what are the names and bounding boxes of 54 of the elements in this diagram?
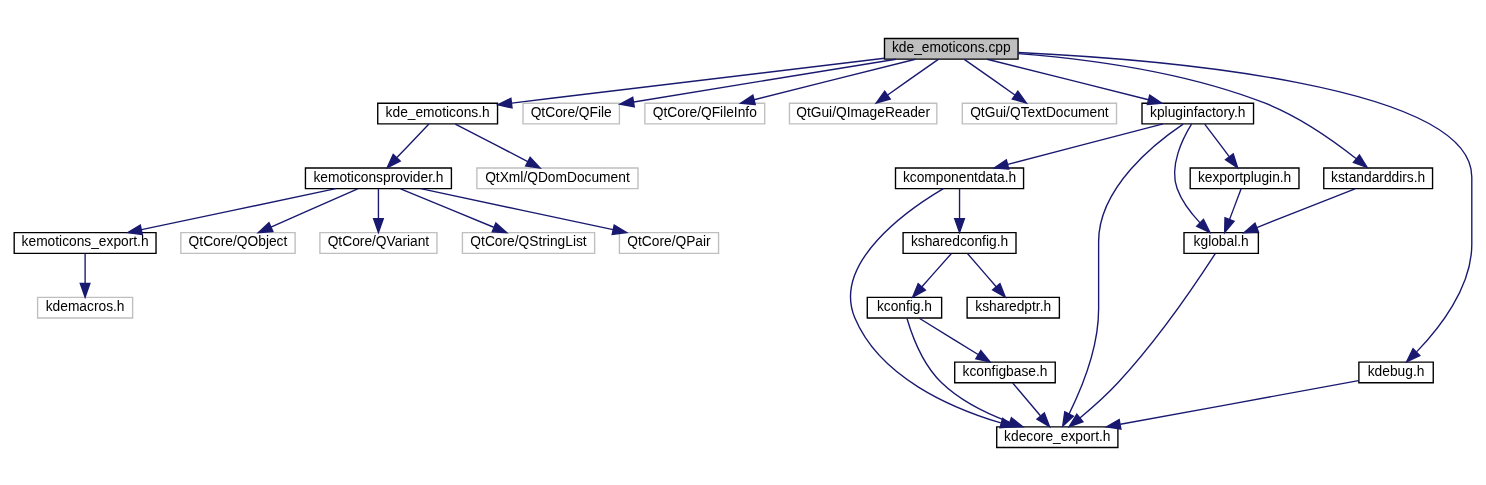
arrow (1242, 187, 1356, 233)
arrow (1204, 122, 1239, 169)
node-box: kglobal.h (1183, 231, 1260, 254)
arrow (399, 187, 509, 233)
node-box: kde_emoticons.cpp (883, 37, 1019, 60)
arrow (992, 122, 1164, 170)
arrow (918, 317, 992, 363)
node-box: QtXml/QDomDocument (476, 166, 639, 189)
arrow (953, 187, 966, 235)
arrow (1067, 252, 1216, 428)
node-box: kdemacros.h (36, 296, 134, 319)
arrow (1104, 379, 1360, 430)
arrow (454, 122, 542, 169)
arrow (874, 58, 939, 104)
arrow (420, 187, 629, 235)
arrow (372, 187, 385, 235)
node-box: kstandarddirs.h (1323, 166, 1434, 189)
arrow (495, 57, 886, 109)
arrow (1017, 51, 1473, 363)
node-box: kconfig.h (866, 296, 943, 319)
node-box: kcomponentdata.h (894, 166, 1025, 189)
node-box: kemoticonsprovider.h (304, 166, 453, 189)
node-box: kpluginfactory.h (1141, 102, 1255, 125)
arrow (1017, 52, 1369, 169)
node-box: ksharedptr.h (966, 296, 1061, 319)
arrow (79, 252, 91, 299)
node-box: QtCore/QPair (618, 231, 720, 254)
arrow (1012, 381, 1051, 428)
node-box: QtCore/QVariant (319, 231, 438, 254)
node-box: QtGui/QImageReader (788, 102, 938, 125)
node-box: QtCore/QStringList (461, 231, 596, 254)
arrow (738, 58, 917, 105)
arrow (963, 58, 1029, 104)
node-box: QtGui/QTextDocument (961, 102, 1118, 125)
node-box: QtCore/QFile (522, 102, 621, 125)
arrow (1223, 187, 1242, 234)
arrow (1174, 122, 1212, 234)
arrow (966, 252, 1007, 299)
node-box: kdecore_export.h (996, 425, 1119, 448)
node-box: kconfigbase.h (954, 360, 1056, 383)
arrow (617, 58, 897, 108)
node-box: QtCore/QObject (180, 231, 296, 254)
node-box: kexportplugin.h (1189, 166, 1300, 189)
node-box: kemoticons_export.h (13, 231, 157, 254)
node-box: kdebug.h (1358, 360, 1434, 383)
arrow (256, 187, 359, 233)
arrow (911, 252, 953, 299)
arrow (125, 187, 337, 235)
node-box: ksharedconfig.h (902, 231, 1017, 254)
node-box: QtCore/QFileInfo (644, 102, 766, 125)
arrow (1061, 122, 1184, 428)
node-box: kde_emoticons.h (377, 102, 499, 125)
arrow (986, 58, 1164, 105)
arrow (385, 122, 430, 169)
